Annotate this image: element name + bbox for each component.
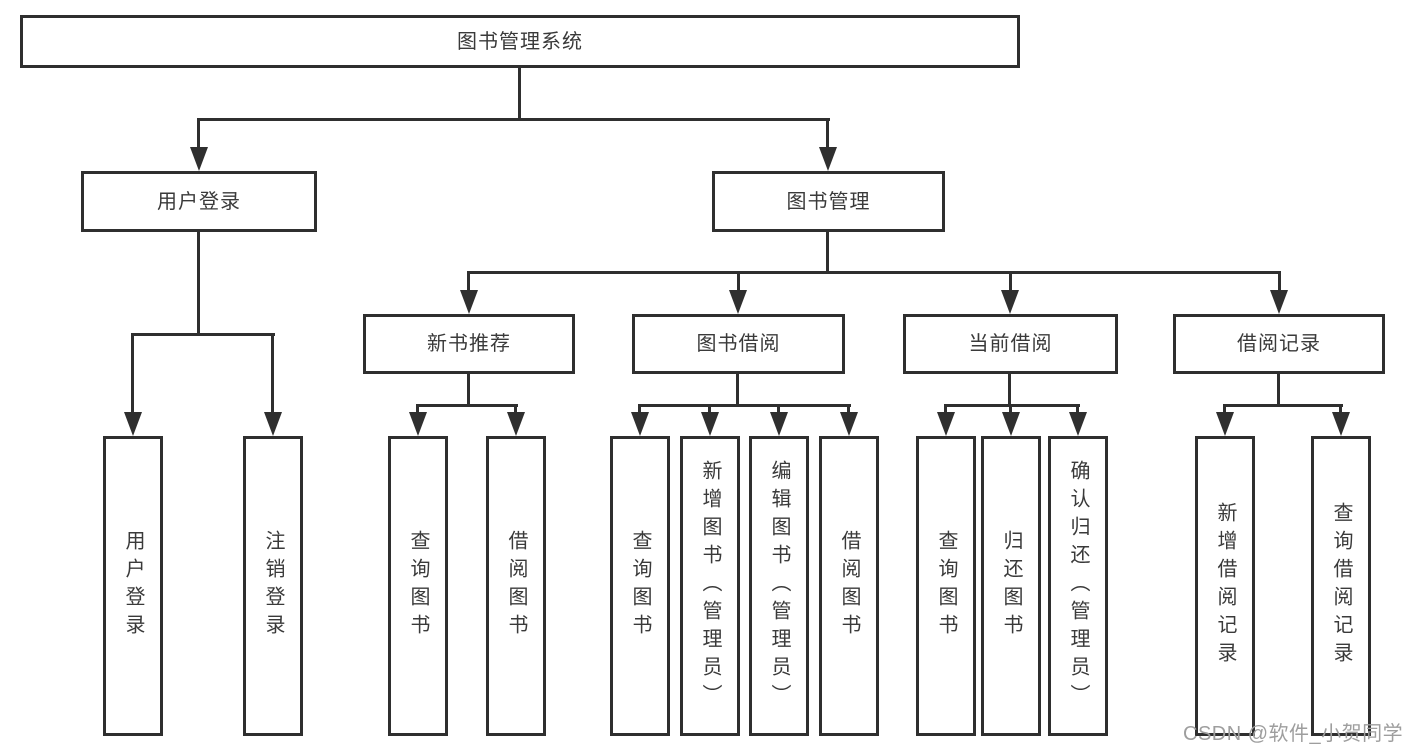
node-leaf-edit-books-admin: 编辑图书（管理员） [749, 436, 809, 736]
node-leaf-add-books-admin: 新增图书（管理员） [680, 436, 740, 736]
node-leaf-logout: 注销登录 [243, 436, 303, 736]
node-label: 当前借阅 [968, 333, 1053, 355]
connector-drop [1339, 404, 1342, 414]
connector-current-stem [1008, 374, 1011, 407]
node-label: 注销登录 [262, 530, 284, 642]
node-label: 确认归还（管理员） [1067, 460, 1089, 712]
connector-drop [708, 404, 711, 414]
node-label: 图书管理系统 [457, 30, 583, 53]
arrowhead-icon [819, 147, 837, 171]
connector-drop [1076, 404, 1079, 414]
connector-drop-user-login [197, 118, 200, 149]
arrowhead-icon [631, 412, 649, 436]
connector-drop-new-books [467, 271, 470, 292]
connector-drop [416, 404, 419, 414]
node-label: 新书推荐 [427, 333, 511, 355]
connector-mgmt-stem [826, 232, 829, 274]
node-label: 图书管理 [786, 190, 871, 213]
connector-newbooks-bar [416, 404, 518, 407]
node-leaf-return-books: 归还图书 [981, 436, 1041, 736]
node-book-borrowing: 图书借阅 [632, 314, 845, 374]
node-label: 借阅图书 [838, 530, 860, 642]
connector-root-bar [198, 118, 830, 121]
connector-login-stem [197, 232, 200, 335]
arrowhead-icon [701, 412, 719, 436]
node-leaf-user-login: 用户登录 [103, 436, 163, 736]
arrowhead-icon [1001, 290, 1019, 314]
arrowhead-icon [1270, 290, 1288, 314]
node-leaf-query-books-1: 查询图书 [388, 436, 448, 736]
node-label: 查询图书 [935, 530, 957, 642]
arrowhead-icon [460, 290, 478, 314]
connector-drop [944, 404, 947, 414]
arrowhead-icon [1216, 412, 1234, 436]
arrowhead-icon [770, 412, 788, 436]
node-leaf-confirm-return-admin: 确认归还（管理员） [1048, 436, 1108, 736]
node-label: 编辑图书（管理员） [768, 460, 790, 712]
connector-mgmt-bar [467, 271, 1281, 274]
node-library-management-system: 图书管理系统 [20, 15, 1020, 68]
connector-drop [638, 404, 641, 414]
node-leaf-query-borrow-record: 查询借阅记录 [1311, 436, 1371, 736]
node-label: 用户登录 [157, 190, 241, 213]
arrowhead-icon [840, 412, 858, 436]
connector-drop [847, 404, 850, 414]
connector-drop [1223, 404, 1226, 414]
connector-current-bar [944, 404, 1080, 407]
arrowhead-icon [409, 412, 427, 436]
connector-borrowing-bar [638, 404, 851, 407]
node-book-management: 图书管理 [712, 171, 945, 232]
connector-drop [777, 404, 780, 414]
connector-drop-borrowing [737, 271, 740, 292]
connector-drop-logout [271, 333, 274, 414]
node-user-login-group: 用户登录 [81, 171, 317, 232]
node-leaf-query-books-3: 查询图书 [916, 436, 976, 736]
connector-drop [1009, 404, 1012, 414]
node-leaf-add-borrow-record: 新增借阅记录 [1195, 436, 1255, 736]
arrowhead-icon [264, 412, 282, 436]
connector-drop-records [1278, 271, 1281, 292]
connector-newbooks-stem [467, 374, 470, 407]
arrowhead-icon [124, 412, 142, 436]
node-label: 用户登录 [122, 530, 144, 642]
node-leaf-borrow-books-2: 借阅图书 [819, 436, 879, 736]
node-new-book-recommendation: 新书推荐 [363, 314, 575, 374]
node-leaf-borrow-books-1: 借阅图书 [486, 436, 546, 736]
connector-records-stem [1277, 374, 1280, 407]
connector-drop-book-mgmt [826, 118, 829, 149]
node-label: 借阅记录 [1237, 333, 1321, 355]
node-label: 图书借阅 [696, 333, 781, 355]
arrowhead-icon [1069, 412, 1087, 436]
connector-borrowing-stem [736, 374, 739, 407]
node-label: 借阅图书 [505, 530, 527, 642]
node-label: 查询图书 [407, 530, 429, 642]
node-leaf-query-books-2: 查询图书 [610, 436, 670, 736]
node-current-borrowing: 当前借阅 [903, 314, 1118, 374]
node-label: 新增借阅记录 [1214, 502, 1236, 670]
node-label: 新增图书（管理员） [699, 460, 721, 712]
arrowhead-icon [190, 147, 208, 171]
arrowhead-icon [729, 290, 747, 314]
node-label: 查询借阅记录 [1330, 502, 1352, 670]
connector-root-stem [518, 68, 521, 121]
arrowhead-icon [507, 412, 525, 436]
connector-drop-login [131, 333, 134, 414]
watermark: CSDN @软件_小贺同学 [1183, 723, 1404, 745]
connector-records-bar [1223, 404, 1343, 407]
node-borrowing-records: 借阅记录 [1173, 314, 1385, 374]
node-label: 查询图书 [629, 530, 651, 642]
arrowhead-icon [1332, 412, 1350, 436]
arrowhead-icon [1002, 412, 1020, 436]
connector-drop [514, 404, 517, 414]
connector-drop-current [1009, 271, 1012, 292]
arrowhead-icon [937, 412, 955, 436]
node-label: 归还图书 [1000, 530, 1022, 642]
connector-login-bar [131, 333, 275, 336]
